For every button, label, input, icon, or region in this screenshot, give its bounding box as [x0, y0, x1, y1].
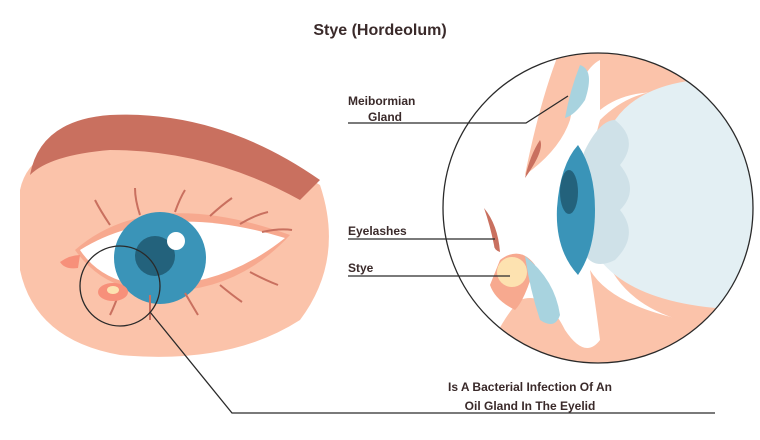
eyebrow	[30, 114, 320, 200]
label-eyelashes: Eyelashes	[348, 224, 407, 238]
label-meibomian-line1: Meibormian	[348, 94, 416, 108]
eye-cross-section	[443, 53, 753, 363]
magnify-circle	[442, 52, 754, 364]
eyelash-cross	[484, 208, 500, 252]
pupil	[135, 236, 175, 276]
meibomian-gland	[565, 65, 589, 118]
caption-line1: Is A Bacterial Infection Of An	[447, 380, 613, 394]
label-meibomian-gland: Meibormian Gland	[348, 93, 415, 125]
lower-gland	[525, 256, 560, 324]
label-stye: Stye	[348, 261, 374, 275]
caption: Is A Bacterial Infection Of An Oil Gland…	[400, 378, 660, 416]
caption-line2: Oil Gland In The Eyelid	[464, 399, 596, 413]
caption-leader-line	[149, 311, 715, 414]
callout-circle	[79, 245, 161, 327]
label-meibomian-line2: Gland	[368, 110, 403, 124]
eye-front-view	[20, 114, 329, 357]
stye-cross	[497, 257, 527, 287]
page-title: Stye (Hordeolum)	[313, 22, 447, 39]
meibomian-leader	[348, 95, 569, 124]
